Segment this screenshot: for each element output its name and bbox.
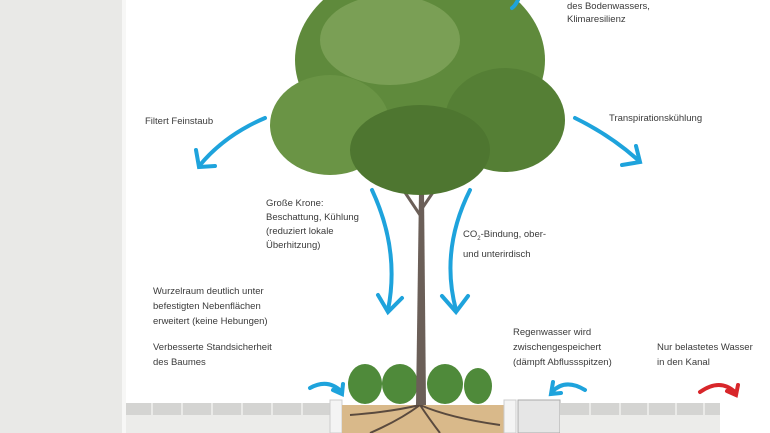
curb-right xyxy=(503,399,517,433)
roots xyxy=(349,404,501,433)
paving-joints xyxy=(151,403,705,415)
label-crown: Große Krone: Beschattung, Kühlung (reduz… xyxy=(266,197,359,253)
co2-prefix: CO xyxy=(463,229,478,240)
label-line: Wurzelraum deutlich unter xyxy=(153,286,264,297)
left-margin-panel xyxy=(0,0,122,433)
label-line: Große Krone: xyxy=(266,198,324,209)
drain-inlet xyxy=(517,399,561,433)
label-line: in den Kanal xyxy=(657,357,710,368)
arrow-fine-dust xyxy=(198,116,267,167)
label-co2: CO2-Bindung, ober- und unterirdisch xyxy=(463,227,546,262)
grasses xyxy=(348,364,492,404)
label-soil-water: des Bodenwassers, Klimaresilienz xyxy=(567,0,650,26)
label-line: Regenwasser wird xyxy=(513,327,592,338)
label-line: Nur belastetes Wasser xyxy=(657,342,753,353)
label-rainwater: Regenwasser wird zwischengespeichert (dä… xyxy=(513,325,612,370)
label-line: des Baumes xyxy=(153,357,206,368)
arrow-top xyxy=(510,0,520,10)
label-line: -Bindung, ober- xyxy=(480,229,547,240)
paving-right xyxy=(560,403,720,433)
arrow-co2 xyxy=(448,188,472,312)
panel-edge xyxy=(122,0,126,433)
label-line: erweitert (keine Hebungen) xyxy=(153,316,268,327)
label-stability: Verbesserte Standsicherheit des Baumes xyxy=(153,340,272,370)
label-line: Verbesserte Standsicherheit xyxy=(153,342,272,353)
label-line: (dämpft Abflussspitzen) xyxy=(513,357,612,368)
label-fine-dust: Filtert Feinstaub xyxy=(145,116,214,127)
label-line: (reduziert lokale xyxy=(266,226,334,237)
label-root-space: Wurzelraum deutlich unter befestigten Ne… xyxy=(153,284,268,329)
tree-trunk xyxy=(416,190,426,405)
label-line: Beschattung, Kühlung xyxy=(266,212,359,223)
label-line: und unterirdisch xyxy=(463,248,531,260)
arrow-transpiration xyxy=(573,116,640,162)
label-line: Klimaresilienz xyxy=(567,14,626,25)
label-transpiration: Transpirationskühlung xyxy=(609,113,703,124)
arrow-sewer xyxy=(698,383,740,398)
label-line: zwischengespeichert xyxy=(513,342,602,353)
arrows-blue xyxy=(194,0,643,397)
arrow-crown xyxy=(370,188,394,312)
label-sewer: Nur belastetes Wasser in den Kanal xyxy=(657,340,753,370)
label-line: des Bodenwassers, xyxy=(567,1,650,12)
tree-crown xyxy=(270,0,565,195)
label-line: befestigten Nebenflächen xyxy=(153,301,261,312)
co2-subscript: 2 xyxy=(477,235,481,242)
paving-left xyxy=(126,403,332,433)
arrow-runoff-left xyxy=(308,381,344,394)
arrow-rain-inlet xyxy=(550,382,587,394)
label-line: Überhitzung) xyxy=(266,240,321,251)
curb-left xyxy=(329,399,343,433)
